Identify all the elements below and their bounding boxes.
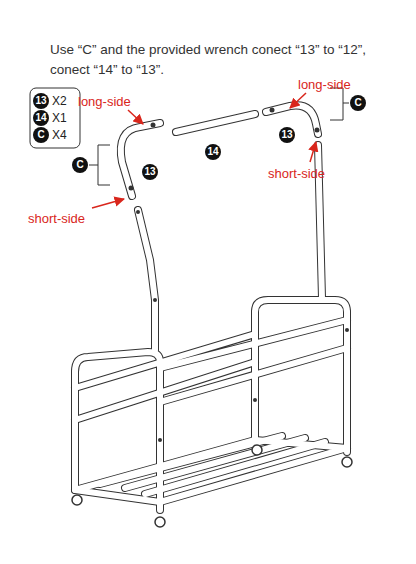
red-arrows — [92, 93, 316, 208]
callout-number: C — [350, 95, 366, 111]
wheels — [72, 445, 352, 527]
callout-number: 13 — [33, 93, 49, 109]
callout-number: 13 — [279, 127, 295, 143]
side-label: short-side — [28, 211, 85, 226]
side-label: long-side — [78, 94, 131, 109]
tube-fill — [75, 105, 347, 510]
callout-number: 14 — [205, 144, 221, 160]
callout-number: C — [33, 127, 49, 143]
callout-number: C — [72, 157, 88, 173]
parts-box — [30, 88, 80, 148]
callout-number: 14 — [33, 110, 49, 126]
quantity-text: X2 — [52, 94, 67, 108]
callout-number: 13 — [142, 164, 158, 180]
tube-outlines — [75, 105, 347, 510]
side-label: short-side — [268, 166, 325, 181]
instruction-title: Use “C” and the provided wrench conect “… — [50, 40, 405, 80]
quantity-text: X4 — [52, 128, 67, 142]
quantity-text: X1 — [52, 111, 67, 125]
screws — [129, 108, 350, 443]
side-label: long-side — [298, 77, 351, 92]
